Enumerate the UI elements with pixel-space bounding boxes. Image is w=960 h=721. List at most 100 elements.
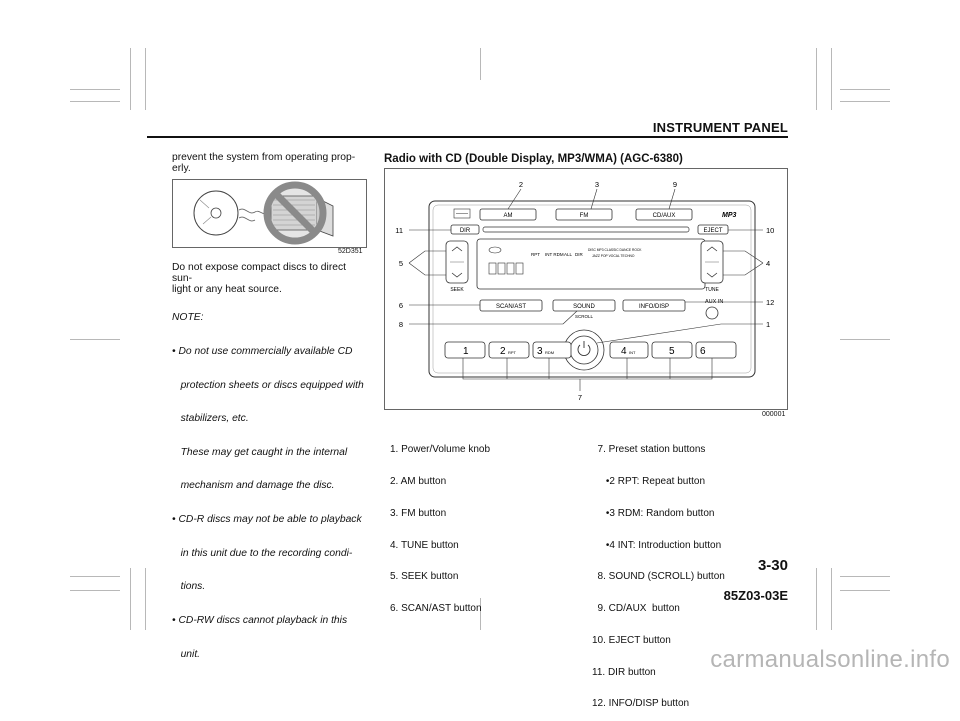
crop-mark xyxy=(831,568,832,630)
preset-button[interactable]: 2 RPT xyxy=(488,341,530,359)
callout-7: 7 xyxy=(578,393,582,402)
legend-item: 7. Preset station buttons xyxy=(592,444,706,456)
cd-slot xyxy=(482,226,690,233)
callout-8: 8 xyxy=(399,320,403,329)
note-line: in this unit due to the recording condi- xyxy=(172,547,353,559)
preset-button[interactable]: 6 xyxy=(695,341,737,359)
warning-line: light or any heat source. xyxy=(172,284,282,296)
intro-text: prevent the system from operating prop- … xyxy=(172,152,367,174)
svg-text:FM: FM xyxy=(580,213,589,219)
legend-item: •2 RPT: Repeat button xyxy=(592,475,706,487)
svg-text:3: 3 xyxy=(537,346,543,357)
svg-text:1: 1 xyxy=(463,346,469,357)
legend-left: 1. Power/Volume knob 2. AM button 3. FM … xyxy=(390,424,490,625)
display-rpt: RPT xyxy=(531,252,540,257)
document-code: 85Z03-03E xyxy=(723,588,788,603)
eject-button[interactable]: EJECT xyxy=(697,224,729,235)
note-line: stabilizers, etc. xyxy=(172,413,249,425)
note-line: • CD-RW discs cannot playback in this xyxy=(172,614,348,626)
seek-label: SEEK xyxy=(450,287,464,293)
crop-mark xyxy=(70,576,120,577)
note-block: NOTE: • Do not use commercially availabl… xyxy=(172,290,368,671)
crop-mark xyxy=(816,568,817,630)
callout-10: 10 xyxy=(766,226,774,235)
crop-mark xyxy=(145,568,146,630)
svg-text:EJECT: EJECT xyxy=(703,228,722,234)
display-genres-2: JAZZ POP VOCAL TECHNO xyxy=(592,254,635,258)
note-line: protection sheets or discs equipped with xyxy=(172,379,364,391)
fm-button[interactable]: FM xyxy=(555,208,613,221)
svg-text:INFO/DISP: INFO/DISP xyxy=(639,304,669,310)
callout-3: 3 xyxy=(595,180,599,189)
note-line: unit. xyxy=(172,648,201,660)
crop-mark xyxy=(480,48,481,80)
page-number: 3-30 xyxy=(757,557,788,574)
intro-line: prevent the system from operating prop- xyxy=(172,152,356,163)
radio-diagram: AM FM CD/AUX MP3 DIR EJECT SEEK xyxy=(395,180,774,402)
preset-button[interactable]: 5 xyxy=(651,341,693,359)
power-icon xyxy=(577,344,591,356)
callout-5: 5 xyxy=(399,259,403,268)
figure-code-000001: 000001 xyxy=(762,411,786,418)
crop-mark xyxy=(70,89,120,90)
svg-text:2: 2 xyxy=(500,346,506,357)
preset-button[interactable]: 3 RDM xyxy=(532,341,572,359)
crop-mark xyxy=(70,339,120,340)
svg-text:5: 5 xyxy=(669,346,675,357)
dir-button[interactable]: DIR xyxy=(450,224,480,235)
legend-item: 8. SOUND (SCROLL) button xyxy=(592,571,725,583)
crop-mark xyxy=(70,590,120,591)
callout-4: 4 xyxy=(766,259,770,268)
seek-button[interactable] xyxy=(445,240,469,284)
crop-mark xyxy=(840,89,890,90)
callout-lines xyxy=(408,188,764,391)
header-rule xyxy=(147,136,788,138)
note-line: These may get caught in the internal xyxy=(172,446,348,458)
svg-text:RPT: RPT xyxy=(508,350,517,355)
sun-cd-illustration xyxy=(193,181,334,245)
callout-numbers: 2 3 9 11 10 5 4 6 12 8 1 7 xyxy=(395,180,774,402)
callout-1: 1 xyxy=(766,320,770,329)
radio-figure: AM FM CD/AUX MP3 DIR EJECT SEEK xyxy=(384,168,788,410)
legend-right: 7. Preset station buttons •2 RPT: Repeat… xyxy=(592,424,725,721)
section-title: INSTRUMENT PANEL xyxy=(652,120,788,135)
warning-line: Do not expose compact discs to direct su… xyxy=(172,262,346,285)
cd-aux-button[interactable]: CD/AUX xyxy=(635,208,693,221)
info-disp-button[interactable]: INFO/DISP xyxy=(622,299,686,312)
crop-mark xyxy=(831,48,832,110)
display-int-rdm: INT RDM xyxy=(545,252,564,257)
am-button[interactable]: AM xyxy=(479,208,537,221)
svg-text:4: 4 xyxy=(621,346,627,357)
legend-item: 3. FM button xyxy=(390,507,447,519)
crop-mark xyxy=(70,101,120,102)
preset-button[interactable]: 1 xyxy=(444,341,486,359)
power-volume-knob[interactable] xyxy=(563,329,605,371)
callout-2: 2 xyxy=(519,180,523,189)
svg-text:SOUND: SOUND xyxy=(573,304,595,310)
svg-text:DIR: DIR xyxy=(460,228,471,234)
svg-text:RDM: RDM xyxy=(545,350,554,355)
watermark-logo: carmanualsonline.info xyxy=(710,646,950,673)
callout-9: 9 xyxy=(673,180,677,189)
cd-warning-figure xyxy=(172,179,367,248)
preset-button[interactable]: 4 INT xyxy=(609,341,649,359)
legend-item: •3 RDM: Random button xyxy=(592,507,715,519)
svg-text:SCAN/AST: SCAN/AST xyxy=(496,304,526,310)
intro-line: erly. xyxy=(172,163,191,175)
note-line: • CD-R discs may not be able to playback xyxy=(172,514,362,526)
mp3-logo: MP3 xyxy=(722,212,737,219)
crop-mark xyxy=(130,48,131,110)
legend-item: 11. DIR button xyxy=(592,666,656,678)
disc-icon xyxy=(488,246,502,254)
display-panel xyxy=(476,238,706,290)
section-heading: Radio with CD (Double Display, MP3/WMA) … xyxy=(384,153,683,165)
sound-button[interactable]: SOUND xyxy=(552,299,616,312)
aux-in-jack[interactable] xyxy=(705,306,719,320)
display-dir: DIR xyxy=(575,252,584,257)
scan-ast-button[interactable]: SCAN/AST xyxy=(479,299,543,312)
svg-text:CD/AUX: CD/AUX xyxy=(653,213,676,219)
tune-label: TUNE xyxy=(705,287,719,293)
legend-item: 5. SEEK button xyxy=(390,571,459,583)
scroll-label: SCROLL xyxy=(575,314,594,319)
tune-button[interactable] xyxy=(700,240,724,284)
